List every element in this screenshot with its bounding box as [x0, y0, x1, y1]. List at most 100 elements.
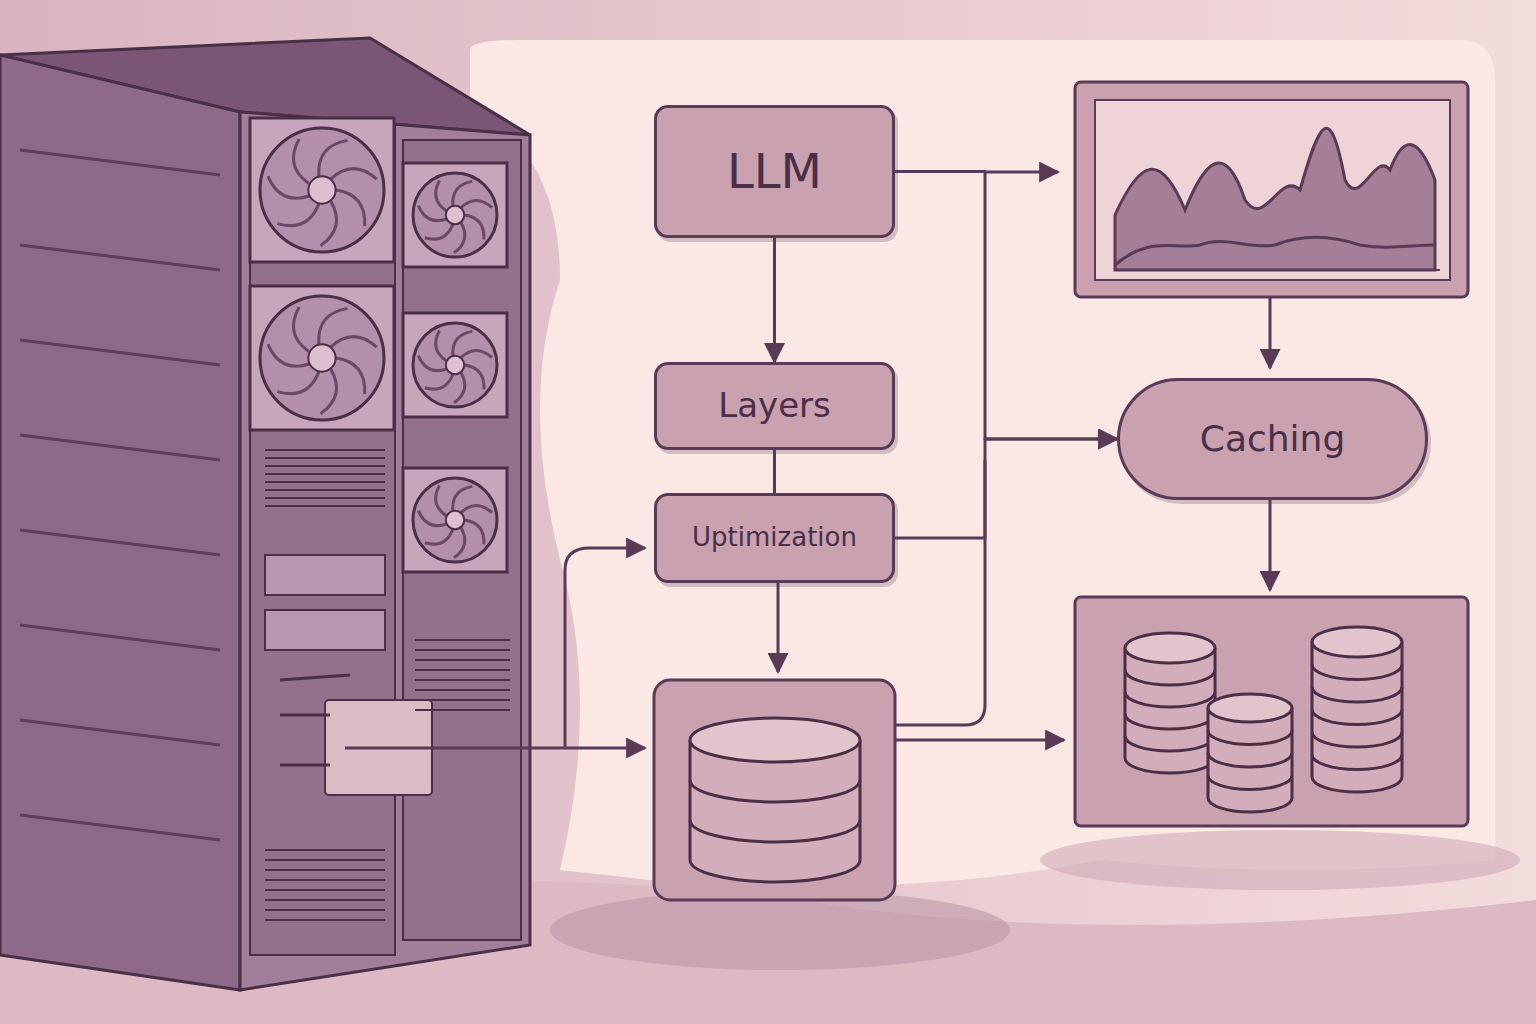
server-rack-part	[446, 206, 464, 224]
server-rack-part	[321, 369, 337, 414]
server-rack-part	[265, 909, 385, 911]
server-rack-part	[425, 374, 453, 389]
server-rack-part	[436, 331, 447, 361]
server-rack-part	[321, 201, 337, 246]
server-rack-part	[20, 815, 220, 840]
database-cylinders-part	[1208, 731, 1292, 745]
connector-arrow	[895, 172, 1117, 440]
server-rack-part	[308, 176, 335, 203]
server-rack-part	[436, 181, 447, 211]
server-rack-part	[425, 529, 453, 544]
server-rack-part	[415, 649, 510, 651]
server-rack-part	[20, 530, 220, 555]
chart-panel-part	[1115, 128, 1435, 270]
database-cylinders-part	[1125, 670, 1215, 685]
database-cylinders-part	[1312, 710, 1402, 725]
server-rack-part	[280, 675, 350, 680]
database-cylinders-part	[1312, 687, 1402, 702]
layout-arrows-part	[1269, 297, 1272, 368]
server-rack-part	[20, 340, 220, 365]
server-rack-part	[415, 669, 510, 671]
layout-arrows-part	[565, 548, 645, 748]
server-rack-part	[250, 286, 394, 430]
database-cylinders-part	[1312, 665, 1402, 680]
database-cylinders-part	[1125, 714, 1215, 729]
database-panel	[654, 680, 895, 900]
server-rack-part	[280, 764, 330, 767]
database-cylinders-part	[1208, 708, 1292, 812]
database-cylinders-part	[1125, 648, 1215, 773]
model-box: LLM	[654, 105, 895, 238]
server-rack-part	[461, 200, 492, 207]
layout-arrows-part	[777, 583, 780, 672]
server-rack-part	[240, 112, 530, 990]
server-rack-part	[415, 639, 510, 641]
server-rack-part	[265, 449, 385, 451]
layout-arrows-part	[1269, 500, 1272, 590]
server-rack-part	[265, 610, 385, 650]
layout-arrows-part	[895, 739, 1064, 742]
server-rack-part	[293, 139, 309, 184]
database-cylinders-part	[690, 718, 860, 762]
server-rack-part	[265, 859, 385, 861]
chart-panel-part	[1115, 269, 1440, 271]
server-rack-part	[265, 465, 385, 467]
server-rack-part	[277, 204, 318, 226]
server-rack-part	[293, 307, 309, 352]
database-cylinders-part	[1312, 627, 1402, 657]
connector-arrow	[895, 439, 1117, 538]
server-rack-part	[454, 372, 465, 402]
database-cylinders-part	[1125, 736, 1215, 751]
server-rack-part	[277, 372, 318, 394]
server-rack-part	[413, 478, 497, 562]
layout-arrows-part	[345, 747, 645, 750]
server-rack-part	[265, 457, 385, 459]
storage-panel	[1075, 597, 1468, 826]
server-rack-part	[265, 505, 385, 507]
node-label: Uptimization	[692, 523, 857, 553]
server-rack-part	[454, 222, 465, 252]
server-rack-part	[0, 55, 240, 990]
server-rack-part	[265, 889, 385, 891]
process-pill: Caching	[1117, 378, 1428, 500]
chart-panel-part	[1095, 100, 1450, 280]
server-rack-part	[260, 296, 384, 420]
server-rack-part	[415, 699, 510, 701]
storage-panel-part	[1075, 597, 1468, 826]
server-rack-part	[446, 511, 464, 529]
server-rack-part	[415, 689, 510, 691]
node-label: Layers	[718, 386, 831, 425]
database-cylinders-part	[1125, 692, 1215, 707]
server-rack-part	[20, 435, 220, 460]
server-rack-part	[260, 128, 384, 252]
database-cylinders-part	[1208, 753, 1292, 767]
database-cylinders-part	[690, 820, 860, 842]
server-rack-part	[336, 190, 365, 226]
database-cylinders-part	[1312, 642, 1402, 792]
server-rack-part	[265, 919, 385, 921]
background-part	[1040, 830, 1520, 890]
server-rack-part	[413, 173, 497, 257]
database-cylinders-part	[1312, 732, 1402, 747]
database-cylinders-part	[1312, 755, 1402, 770]
node-label: LLM	[727, 144, 822, 199]
server-rack-part	[20, 150, 220, 175]
server-rack-part	[20, 720, 220, 745]
server-rack-part	[415, 709, 510, 711]
server-rack-part	[464, 215, 484, 239]
server-rack-part	[461, 505, 492, 512]
server-rack-part	[336, 358, 365, 394]
chart-panel-part	[1075, 82, 1468, 297]
server-rack-part	[461, 350, 492, 357]
server-rack-part	[308, 344, 335, 371]
server-rack-part	[454, 527, 465, 557]
server-rack-part	[331, 337, 377, 348]
server-rack-part	[436, 486, 447, 516]
server-rack-part	[20, 625, 220, 650]
server-rack-part	[425, 224, 453, 239]
server-rack-part	[250, 118, 394, 262]
database-cylinders-part	[1208, 776, 1292, 790]
